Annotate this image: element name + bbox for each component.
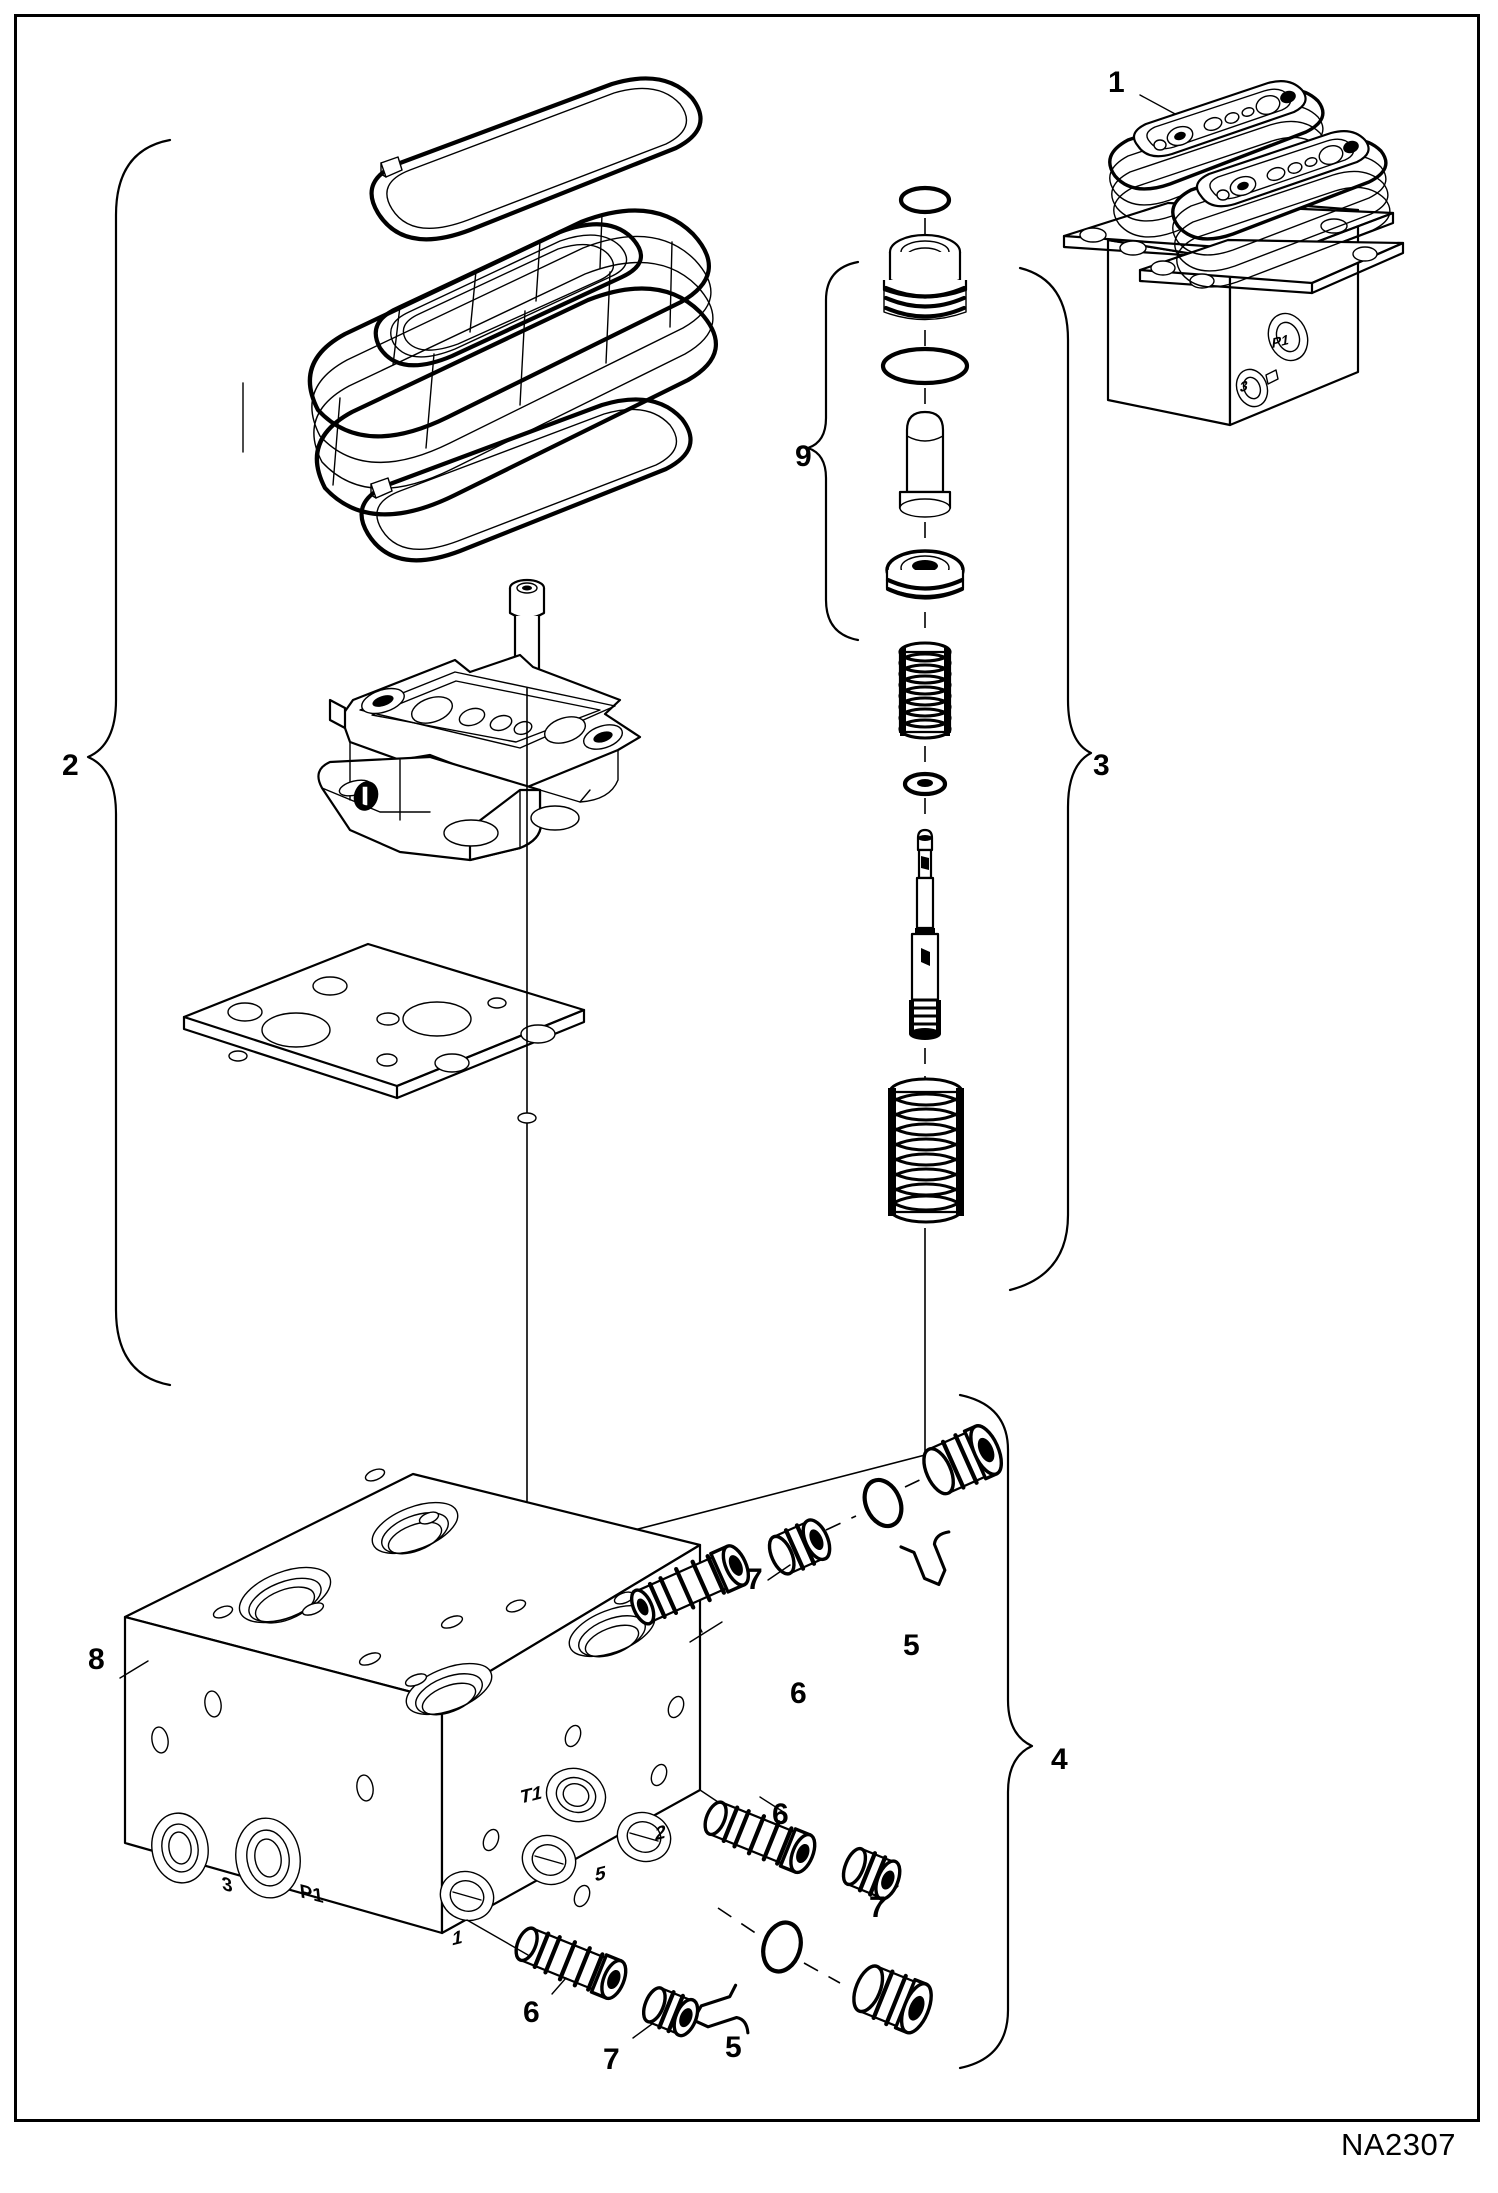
brace-item-4 — [958, 1393, 1034, 2070]
brace-item-3 — [1008, 266, 1093, 1292]
part-valve-housing — [317, 653, 642, 862]
callout-2: 2 — [62, 749, 79, 782]
callout-7-right: 7 — [869, 1891, 886, 1924]
callout-3: 3 — [1093, 749, 1110, 782]
callout-7-upper: 7 — [746, 1563, 763, 1596]
part-plug-upper — [922, 1424, 1004, 1496]
assembly-boot-rear — [1108, 80, 1328, 238]
part-oring-plug-lower — [761, 1920, 803, 1974]
callout-1: 1 — [1108, 66, 1125, 99]
callout-8: 8 — [88, 1643, 105, 1676]
callout-6-upper: 6 — [790, 1677, 807, 1710]
callout-5-upper: 5 — [903, 1629, 920, 1662]
part-cartridge-lower — [514, 1926, 628, 2001]
part-cap-upper — [767, 1518, 832, 1576]
part-oring-plug-upper — [862, 1477, 904, 1529]
part-spring-upper — [898, 641, 952, 740]
fitting-group-lower — [466, 1919, 700, 2039]
part-spool-pin — [909, 828, 941, 1040]
part-retainer-ring-lower — [359, 397, 693, 563]
port-label-assembly-3: 3 — [1239, 376, 1249, 396]
part-oring-large — [880, 346, 970, 386]
callout-7-lower: 7 — [603, 2043, 620, 2076]
part-cartridge-upper — [629, 1544, 751, 1626]
callout-6-lower: 6 — [523, 1996, 540, 2029]
port-label-manifold-1: 1 — [450, 1926, 464, 1951]
part-spring-lower — [888, 1077, 964, 1224]
part-spring-seat — [885, 549, 965, 600]
part-mounting-plate — [182, 942, 586, 1100]
assembly-complete-valve — [1062, 80, 1405, 427]
part-bellows-boot — [242, 208, 718, 517]
part-plug-lower — [852, 1964, 933, 2035]
part-manifold-block — [119, 1468, 702, 1935]
assembly-boot-front — [1171, 130, 1391, 288]
fitting-group-upper — [629, 1424, 1004, 1643]
drawing-number: NA2307 — [1340, 2127, 1456, 2162]
callout-5-lower: 5 — [725, 2031, 742, 2064]
diagram-border — [14, 14, 1480, 2122]
part-retainer-ring-upper — [369, 76, 703, 242]
bracket-plug-kit-upper — [899, 1530, 951, 1587]
port-label-manifold-5: 5 — [593, 1862, 607, 1887]
callout-6-right: 6 — [772, 1798, 789, 1831]
part-gland-bushing — [882, 233, 968, 321]
brace-item-9 — [806, 260, 860, 642]
part-cap-right — [841, 1846, 902, 1901]
part-cap-lower — [641, 1986, 700, 2038]
part-washer-small — [902, 771, 948, 797]
part-oring-small — [898, 185, 952, 215]
brace-item-2 — [86, 138, 172, 1387]
fitting-group-right — [691, 1789, 933, 2035]
part-plunger — [898, 410, 952, 518]
callout-4: 4 — [1051, 1743, 1068, 1776]
callout-9: 9 — [795, 440, 812, 473]
cartridge-internals-column — [880, 185, 970, 1224]
part-cartridge-right — [703, 1800, 817, 1875]
